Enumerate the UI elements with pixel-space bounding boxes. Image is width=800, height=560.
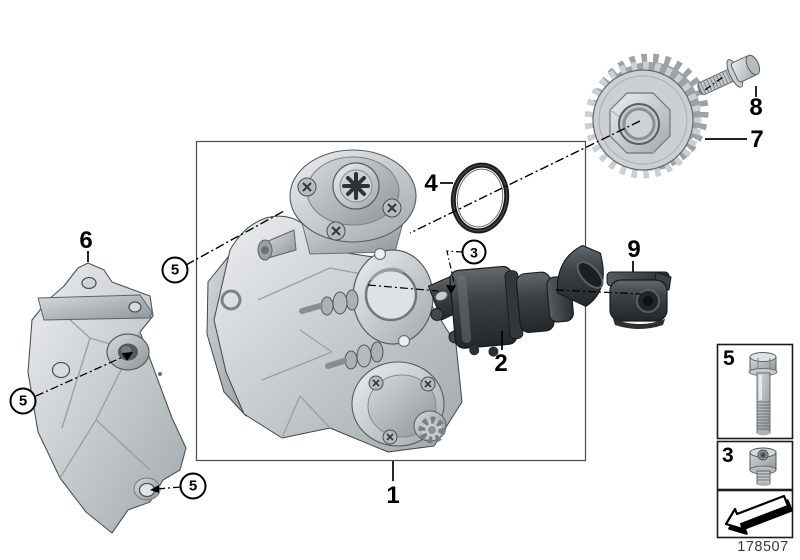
callout-circle-5-top[interactable]: 5 (161, 256, 189, 284)
barb-fitting-upper (299, 289, 359, 316)
barb-fitting-lower (325, 341, 384, 370)
control-valve-illustration (427, 244, 604, 357)
legend-socket-screw-illustration (749, 447, 777, 486)
callout-label-2[interactable]: 2 (494, 350, 508, 377)
sprocket-illustration (584, 53, 709, 179)
callout-circle-5-left[interactable]: 5 (9, 387, 37, 415)
torx-plug-detail (342, 172, 370, 200)
callout-label-1[interactable]: 1 (386, 482, 400, 509)
callout-label-8[interactable]: 8 (749, 94, 763, 121)
callout-label-6[interactable]: 6 (79, 227, 93, 254)
pump-illustration (206, 149, 463, 453)
direction-arrow-icon (724, 494, 793, 535)
legend-label-3: 3 (722, 444, 734, 467)
drawing-number: 178507 (737, 539, 789, 555)
legend-hex-bolt-illustration (748, 352, 778, 436)
legend-column (716, 343, 794, 539)
callout-circle-5-bottom[interactable]: 5 (179, 472, 207, 500)
legend-label-5: 5 (723, 347, 735, 370)
callout-circle-3[interactable]: 3 (461, 239, 487, 265)
callout-label-7[interactable]: 7 (750, 126, 764, 153)
callout-label-9[interactable]: 9 (627, 236, 641, 263)
bracket-illustration (27, 262, 187, 534)
leader-lines (35, 76, 757, 493)
o-ring-illustration (450, 162, 510, 234)
torx-screws-detail (297, 177, 402, 241)
connector-cap-illustration (606, 271, 672, 329)
callout-label-4[interactable]: 4 (424, 170, 438, 197)
